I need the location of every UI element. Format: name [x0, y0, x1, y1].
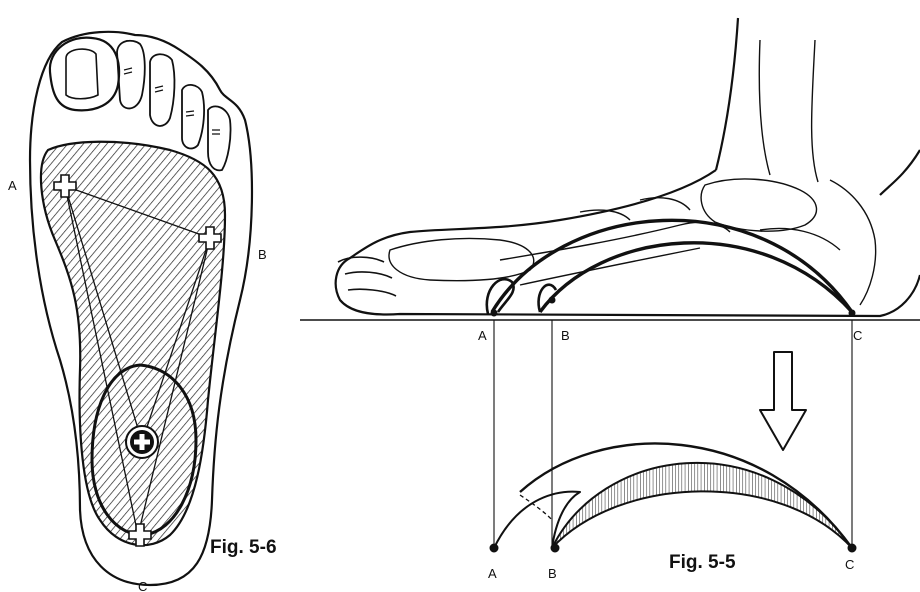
left-label-b: B — [258, 247, 267, 262]
right-bottom-label-a: A — [488, 566, 497, 581]
medial-arch-curve — [492, 220, 852, 312]
arch-point-c — [848, 544, 856, 552]
right-top-label-b: B — [561, 328, 570, 343]
shin-front — [716, 18, 738, 170]
arch-plate-front — [494, 492, 580, 548]
arch-point-a — [490, 544, 498, 552]
lateral-arch-curve — [540, 243, 852, 312]
arch-root-a — [487, 279, 514, 314]
plantar-foot-illustration — [30, 32, 252, 585]
ground-point-c — [849, 310, 856, 317]
left-figure-caption: Fig. 5-6 — [210, 537, 277, 558]
load-arrow-icon — [760, 352, 806, 450]
projection-lines — [494, 320, 852, 548]
left-label-c: C — [138, 579, 147, 592]
toe-4 — [182, 85, 204, 149]
left-label-a: A — [8, 178, 17, 193]
arch-schematic — [490, 352, 856, 552]
arch-plate-hatched — [552, 463, 852, 548]
right-bottom-label-c: C — [845, 557, 854, 572]
toe-tips — [338, 257, 396, 296]
shin-back — [880, 150, 920, 195]
right-figure-caption: Fig. 5-5 — [669, 552, 736, 573]
right-top-label-a: A — [478, 328, 487, 343]
toe-2 — [117, 41, 145, 109]
right-top-label-c: C — [853, 328, 862, 343]
center-of-pressure-marker — [126, 426, 158, 458]
lateral-foot-illustration — [300, 18, 920, 548]
arch-point-b — [551, 544, 559, 552]
toe-creases — [124, 68, 220, 134]
right-bottom-label-b: B — [548, 566, 557, 581]
ground-point-b — [549, 297, 556, 304]
toe-5 — [208, 106, 231, 170]
ground-point-a — [491, 310, 498, 317]
foot-bones — [389, 40, 876, 305]
big-toe-nail — [66, 49, 98, 99]
